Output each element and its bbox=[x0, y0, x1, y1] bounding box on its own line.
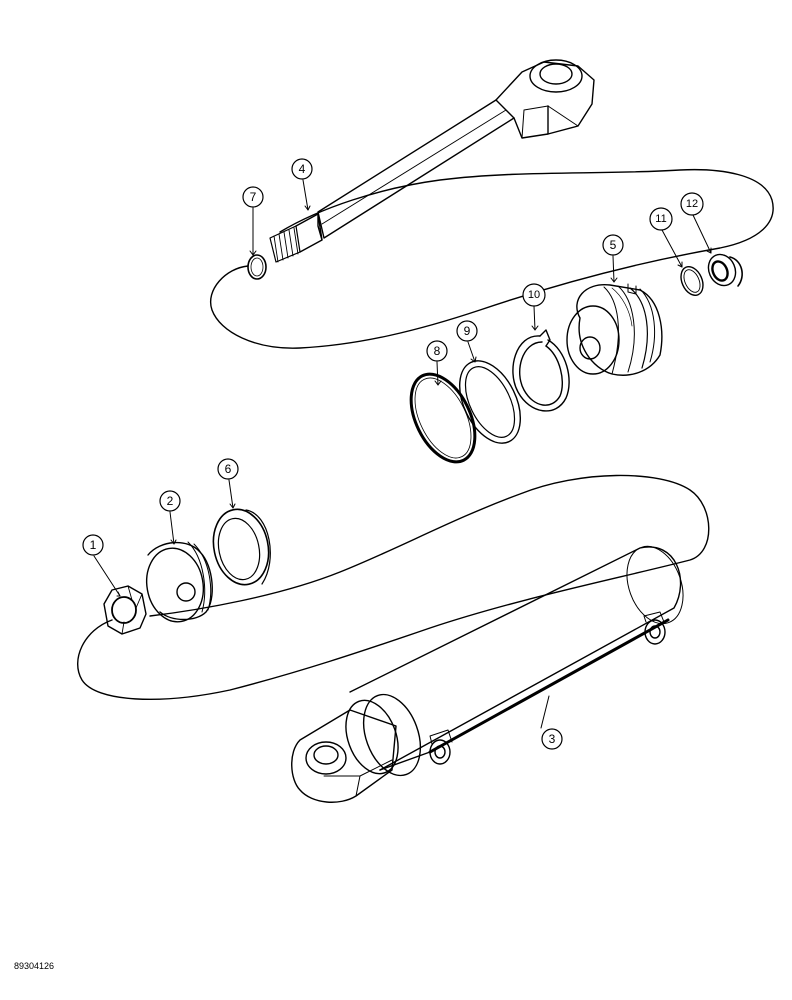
gland-ring bbox=[212, 508, 271, 586]
callout-9-label: 9 bbox=[464, 324, 471, 338]
backup-ring bbox=[458, 360, 522, 444]
callout-5-circle bbox=[602, 234, 624, 256]
callout-3-circle bbox=[541, 728, 563, 750]
callout-4-label: 4 bbox=[299, 162, 306, 176]
callout-3-label: 3 bbox=[549, 732, 556, 746]
figure-reference-code: 89304126 bbox=[14, 961, 55, 971]
callout-8-label: 8 bbox=[434, 344, 441, 358]
group-outline-lower bbox=[77, 474, 710, 700]
cylinder-barrel bbox=[291, 545, 684, 803]
o-ring-piston bbox=[409, 372, 477, 464]
callout-12-label: 12 bbox=[686, 198, 698, 210]
callout-10-circle bbox=[522, 283, 546, 307]
callout-1-circle bbox=[82, 534, 104, 556]
gland-cap bbox=[145, 541, 213, 623]
callout-2-circle bbox=[159, 490, 181, 512]
piston-rod bbox=[269, 59, 595, 263]
callout-7-circle bbox=[242, 186, 264, 208]
o-ring-small bbox=[247, 254, 267, 280]
callout-12-circle bbox=[680, 192, 704, 216]
callout-8-circle bbox=[426, 340, 448, 362]
rod-seal bbox=[707, 253, 743, 287]
leader-lines bbox=[93, 179, 712, 729]
callout-5-label: 5 bbox=[610, 238, 617, 252]
piston bbox=[566, 283, 663, 376]
callout-2-label: 2 bbox=[167, 494, 174, 508]
callout-10-label: 10 bbox=[528, 289, 540, 301]
callout-4-circle bbox=[291, 158, 313, 180]
callout-11-circle bbox=[649, 207, 673, 231]
wear-ring bbox=[512, 329, 570, 412]
callout-11-label: 11 bbox=[655, 213, 666, 225]
group-outline-upper bbox=[209, 168, 774, 349]
hex-nut bbox=[103, 585, 147, 635]
ring-small bbox=[680, 266, 704, 296]
callout-1-label: 1 bbox=[90, 538, 97, 552]
callout-9-circle bbox=[456, 320, 478, 342]
callout-7-label: 7 bbox=[250, 190, 257, 204]
callout-6-circle bbox=[217, 458, 239, 480]
callout-6-label: 6 bbox=[225, 462, 232, 476]
